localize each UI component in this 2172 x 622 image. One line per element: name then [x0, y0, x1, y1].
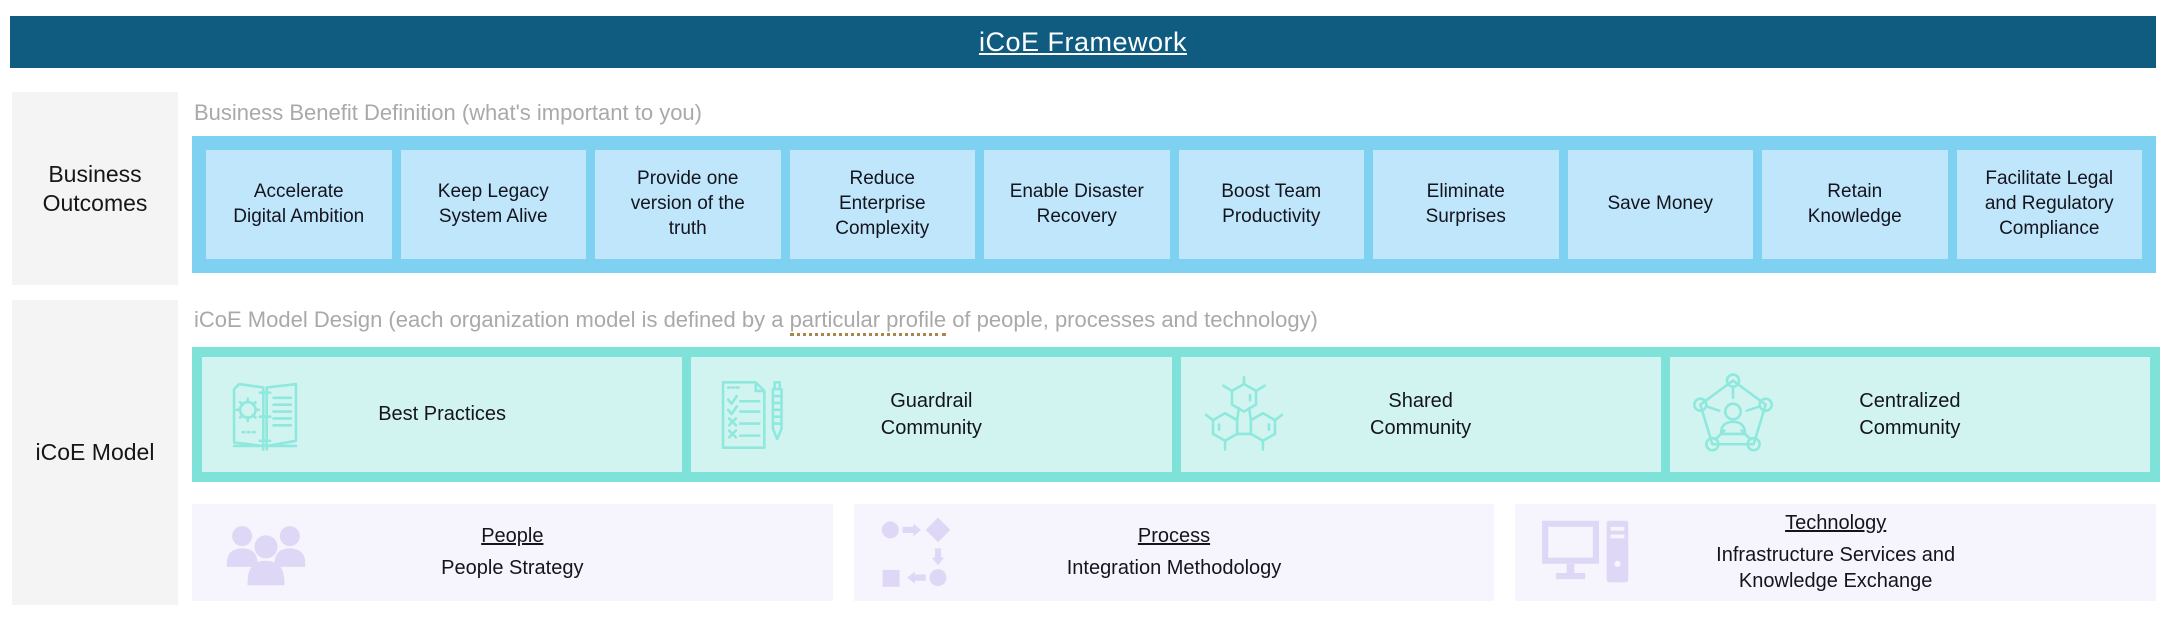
pillar-technology: Technology Infrastructure Services and K… — [1515, 504, 2157, 601]
page-title[interactable]: iCoE Framework — [978, 26, 1188, 57]
model-box-centralized-community: Centralized Community — [1669, 357, 2150, 472]
outcome-box-save-money: Save Money — [1567, 150, 1753, 259]
outcome-label: Reduce Enterprise Complexity — [835, 168, 930, 239]
outcome-box-accelerate-digital-ambition: Accelerate Digital Ambition — [206, 150, 392, 259]
flowchart-icon — [878, 516, 978, 590]
outcome-label: Eliminate Surprises — [1425, 180, 1506, 227]
outcome-box-boost-team-productivity: Boost Team Productivity — [1178, 150, 1364, 259]
model-caption: iCoE Model Design (each organization mod… — [194, 307, 1318, 336]
icoe-model-row: Best Practices Guardrail Community — [192, 347, 2160, 482]
pillar-process: Process Integration Methodology — [853, 504, 1495, 601]
checklist-pen-icon — [711, 372, 797, 458]
outcome-box-provide-one-version-of-truth: Provide one version of the truth — [595, 150, 781, 259]
model-box-label: Best Practices — [378, 403, 507, 425]
model-caption-suffix: of people, processes and technology) — [946, 307, 1318, 332]
model-box-guardrail-community: Guardrail Community — [691, 357, 1172, 472]
outcome-label: Retain Knowledge — [1807, 180, 1902, 227]
model-box-best-practices: Best Practices — [202, 357, 683, 472]
model-box-shared-community: Shared Community — [1180, 357, 1661, 472]
model-caption-prefix: iCoE Model Design (each organization mod… — [194, 307, 790, 332]
particular-profile-link[interactable]: particular profile — [789, 307, 947, 336]
people-group-icon — [216, 516, 316, 590]
molecule-icon — [1201, 372, 1287, 458]
pillar-subtitle-people: People Strategy — [441, 556, 584, 579]
sidebar-label-business-outcomes: Business Outcomes — [12, 92, 178, 285]
pillar-title-people[interactable]: People — [481, 524, 544, 547]
pillar-people: People People Strategy — [192, 504, 833, 601]
pillar-title-technology[interactable]: Technology — [1785, 511, 1887, 534]
outcome-box-reduce-enterprise-complexity: Reduce Enterprise Complexity — [789, 150, 975, 259]
outcome-label: Accelerate Digital Ambition — [233, 180, 365, 227]
model-box-label: Centralized Community — [1859, 389, 1961, 439]
sidebar-label-icoe-model: iCoE Model — [12, 300, 178, 605]
outcome-label: Facilitate Legal and Regulatory Complian… — [1984, 168, 2114, 239]
book-gear-icon — [222, 372, 308, 458]
outcomes-caption: Business Benefit Definition (what's impo… — [194, 100, 702, 125]
outcome-label: Boost Team Productivity — [1221, 180, 1322, 227]
pillar-subtitle-technology: Infrastructure Services and Knowledge Ex… — [1716, 543, 1956, 592]
model-box-label: Guardrail Community — [880, 389, 982, 439]
computer-monitor-icon — [1539, 516, 1639, 590]
outcome-label: Keep Legacy System Alive — [437, 180, 549, 227]
outcome-box-enable-disaster-recovery: Enable Disaster Recovery — [984, 150, 1170, 259]
pentagon-network-icon — [1690, 372, 1776, 458]
header-bar: iCoE Framework — [10, 16, 2156, 68]
pillars-row: People People Strategy Process Integrati… — [192, 504, 2157, 601]
outcome-box-eliminate-surprises: Eliminate Surprises — [1373, 150, 1559, 259]
pillar-subtitle-process: Integration Methodology — [1066, 556, 1282, 579]
outcome-box-facilitate-legal-regulatory-compliance: Facilitate Legal and Regulatory Complian… — [1956, 150, 2142, 259]
outcome-label: Save Money — [1607, 193, 1714, 215]
business-outcomes-row: Accelerate Digital Ambition Keep Legacy … — [192, 136, 2156, 273]
model-box-label: Shared Community — [1370, 389, 1472, 439]
pillar-title-process[interactable]: Process — [1137, 524, 1211, 547]
outcome-box-keep-legacy-system-alive: Keep Legacy System Alive — [400, 150, 586, 259]
outcome-label: Provide one version of the truth — [630, 168, 745, 239]
outcome-box-retain-knowledge: Retain Knowledge — [1762, 150, 1948, 259]
outcome-label: Enable Disaster Recovery — [1009, 180, 1144, 227]
